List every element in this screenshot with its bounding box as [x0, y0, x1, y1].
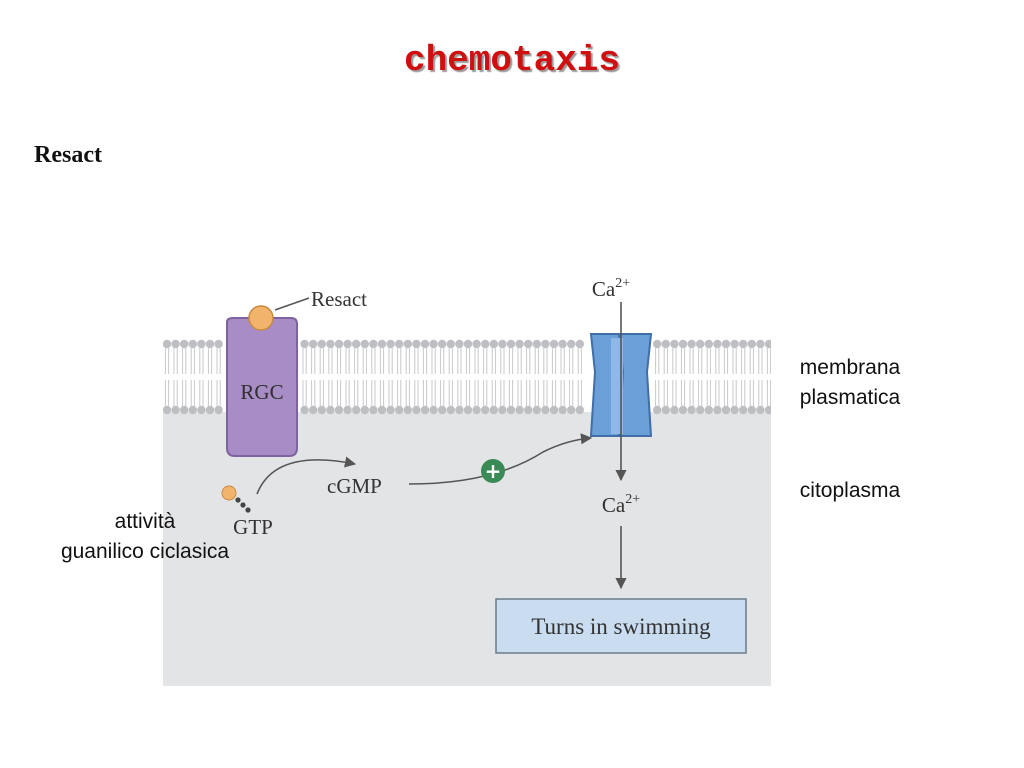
svg-text:+: + — [485, 459, 502, 483]
guanylyl-cyclase-label: attività guanilico ciclasica — [20, 507, 270, 567]
gc-label-line-1: attività — [114, 510, 176, 533]
activation-plus-icon: + — [481, 459, 505, 483]
membrane-label: membrana plasmatica — [778, 353, 922, 413]
rgc-receptor: RGC — [226, 305, 298, 457]
ca-inside-label: Ca2+ — [602, 492, 640, 517]
gtp-label: GTP — [233, 515, 273, 539]
slide-subtitle: Resact — [34, 142, 102, 168]
resact-label: Resact — [311, 287, 367, 311]
calcium-channel — [589, 333, 653, 437]
ca-outside-label: Ca2+ — [592, 276, 630, 301]
gtp-to-cgmp-arrow — [256, 456, 357, 495]
cgmp-label: cGMP — [327, 474, 382, 498]
gtp-molecule — [221, 485, 251, 513]
rgc-label: RGC — [240, 380, 283, 404]
membrane-label-line-2: plasmatica — [799, 386, 901, 409]
membrane-label-line-1: membrana — [799, 356, 901, 379]
resact-ligand — [248, 305, 274, 331]
slide-title: chemotaxis — [403, 40, 621, 81]
cytoplasm-label: citoplasma — [799, 479, 901, 502]
cgmp-to-channel-arrow — [408, 433, 593, 485]
outcome-label: Turns in swimming — [531, 614, 711, 639]
outcome-box: Turns in swimming — [495, 598, 747, 654]
chemotaxis-diagram: RGC Resact Ca2+ Ca2+ GTP cGMP + Turns in… — [163, 276, 771, 686]
gc-label-line-2: guanilico ciclasica — [60, 540, 230, 563]
